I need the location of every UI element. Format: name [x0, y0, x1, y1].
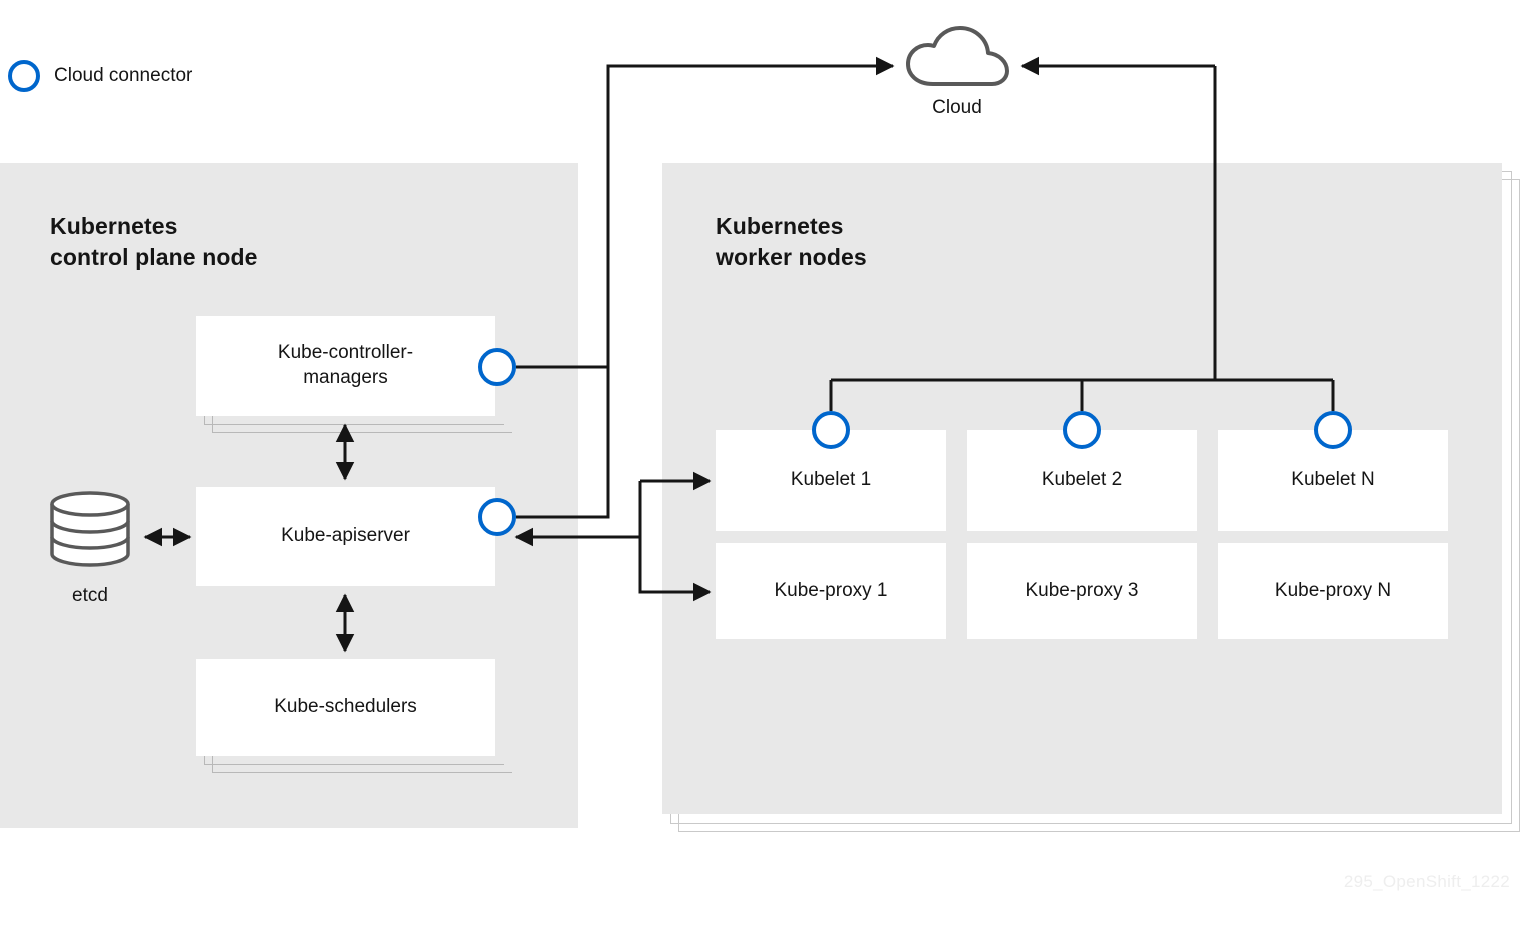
- etcd-label: etcd: [72, 585, 108, 606]
- kube-schedulers-box[interactable]: Kube-schedulers: [196, 659, 495, 756]
- watermark: 295_OpenShift_1222: [1343, 872, 1510, 891]
- worker-nodes-title: Kubernetes worker nodes: [716, 213, 867, 270]
- kube-proxy-n-box[interactable]: Kube-proxy N: [1218, 543, 1448, 639]
- legend: Cloud connector: [8, 60, 192, 92]
- cloud-connector-ring-icon: [8, 60, 40, 92]
- kube-controller-managers-box[interactable]: Kube-controller- managers: [196, 316, 495, 416]
- kubelet-n-box[interactable]: Kubelet N: [1218, 430, 1448, 531]
- cloud-connector-kube-controller-managers[interactable]: [478, 348, 516, 386]
- database-cylinder-icon: [47, 490, 133, 568]
- cloud-label: Cloud: [932, 97, 982, 118]
- kube-proxy-3-box[interactable]: Kube-proxy 3: [967, 543, 1197, 639]
- cloud-connector-kube-apiserver[interactable]: [478, 498, 516, 536]
- legend-label: Cloud connector: [54, 65, 193, 86]
- cloud-connector-kubelet-1[interactable]: [812, 411, 850, 449]
- cloud-icon: [903, 24, 1013, 88]
- kube-apiserver-box[interactable]: Kube-apiserver: [196, 487, 495, 586]
- cloud-connector-kubelet-n[interactable]: [1314, 411, 1352, 449]
- cloud-connector-kubelet-2[interactable]: [1063, 411, 1101, 449]
- control-plane-title: Kubernetes control plane node: [50, 213, 258, 270]
- kube-proxy-1-box[interactable]: Kube-proxy 1: [716, 543, 946, 639]
